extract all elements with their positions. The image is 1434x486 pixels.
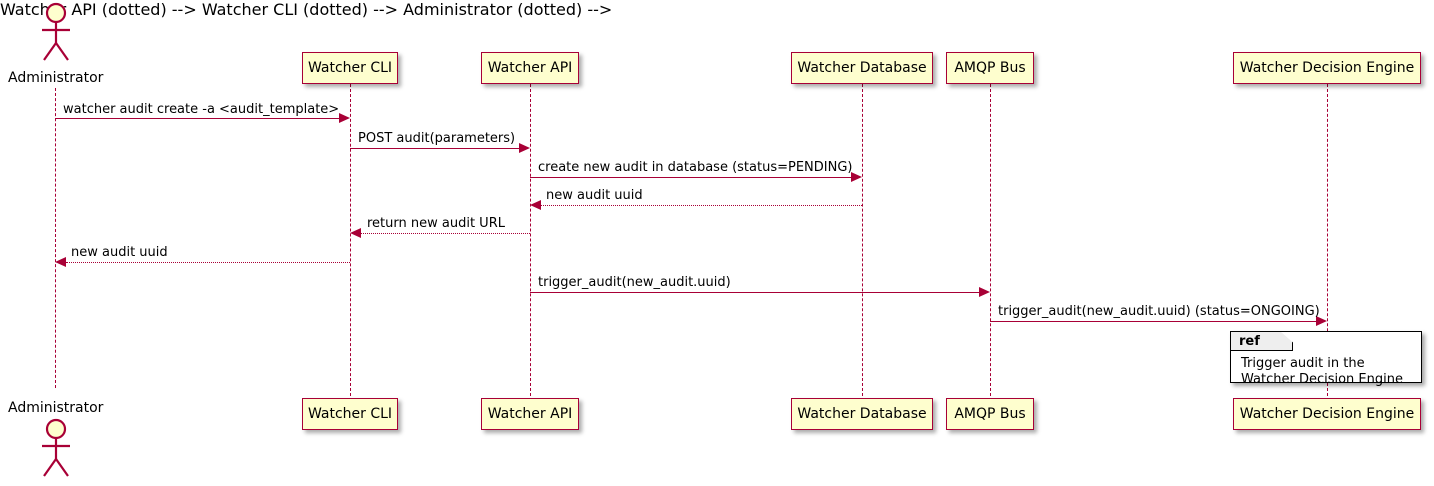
participant-box-watcher-decision-engine-top[interactable]: Watcher Decision Engine: [1233, 52, 1421, 84]
message-label-4: new audit uuid: [546, 188, 643, 203]
participant-box-watcher-decision-engine-bottom[interactable]: Watcher Decision Engine: [1233, 398, 1421, 430]
lifeline-watcher-api: [530, 84, 531, 396]
participant-box-watcher-api-top[interactable]: Watcher API: [481, 52, 579, 84]
participant-box-watcher-cli-top[interactable]: Watcher CLI: [302, 52, 398, 84]
actor-administrator-bottom-icon: [42, 418, 70, 477]
message-arrow-line-8: [990, 321, 1316, 322]
message-arrowhead-3: [851, 172, 862, 182]
actor-administrator-top-label: Administrator: [8, 70, 104, 86]
message-arrowhead-7: [979, 287, 990, 297]
message-arrowhead-5: [350, 228, 361, 238]
participant-box-amqp-bus-bottom[interactable]: AMQP Bus: [946, 398, 1034, 430]
message-arrow-line-6: [66, 262, 350, 263]
lifeline-watcher-cli: [350, 84, 351, 396]
ref-fragment-tab: ref: [1231, 332, 1293, 351]
message-label-6: new audit uuid: [71, 245, 168, 260]
ref-fragment-line1: Trigger audit in the: [1241, 356, 1365, 371]
participant-box-watcher-database-bottom[interactable]: Watcher Database: [791, 398, 933, 430]
participant-box-amqp-bus-top[interactable]: AMQP Bus: [946, 52, 1034, 84]
message-label-8: trigger_audit(new_audit.uuid) (status=ON…: [998, 304, 1320, 319]
message-arrow-line-7: [530, 292, 979, 293]
message-arrow-line-5: [361, 233, 530, 234]
actor-administrator-bottom-label: Administrator: [8, 400, 104, 416]
message-arrowhead-6: [55, 257, 66, 267]
message-arrow-line-3: [530, 177, 851, 178]
message-label-5: return new audit URL: [367, 216, 505, 231]
message-label-7: trigger_audit(new_audit.uuid): [538, 275, 731, 290]
message-label-3: create new audit in database (status=PEN…: [538, 160, 853, 175]
message-arrowhead-4: [530, 200, 541, 210]
participant-box-watcher-api-bottom[interactable]: Watcher API: [481, 398, 579, 430]
ref-fragment-box[interactable]: ref Trigger audit in the Watcher Decisio…: [1230, 331, 1422, 387]
message-arrow-line-4: [541, 205, 862, 206]
lifeline-watcher-decision-engine: [1327, 84, 1328, 396]
message-arrow-line-2: [350, 148, 519, 149]
message-arrowhead-8: [1316, 316, 1327, 326]
message-arrowhead-1: [339, 113, 350, 123]
message-arrow-line-1: [55, 118, 339, 119]
message-arrowhead-2: [519, 143, 530, 153]
participant-box-watcher-cli-bottom[interactable]: Watcher CLI: [302, 398, 398, 430]
actor-administrator-top-icon: [42, 2, 70, 61]
lifeline-amqp-bus: [990, 84, 991, 396]
message-label-1: watcher audit create -a <audit_template>: [63, 102, 340, 117]
participant-box-watcher-database-top[interactable]: Watcher Database: [791, 52, 933, 84]
ref-fragment-line2: Watcher Decision Engine: [1241, 372, 1403, 387]
message-label-2: POST audit(parameters): [358, 131, 516, 146]
lifeline-administrator: [55, 88, 56, 388]
lifeline-watcher-database: [862, 84, 863, 396]
